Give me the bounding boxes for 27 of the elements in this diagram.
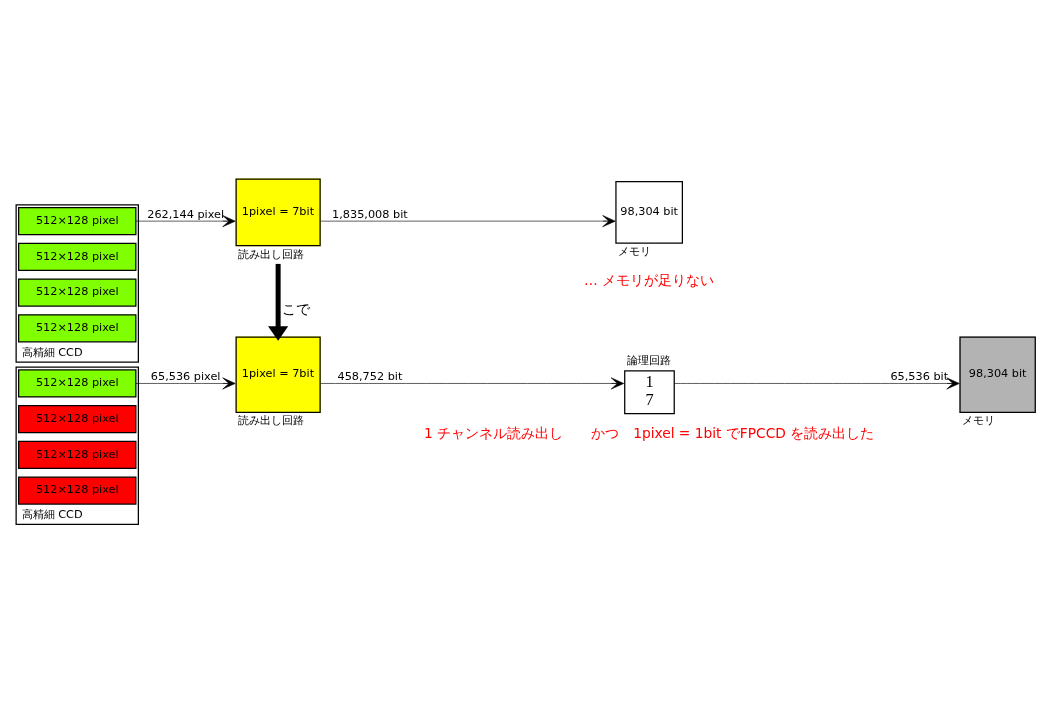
label: 1 チャンネル読み出し かつ 1pixel = 1bit でFPCCD を読み出した <box>424 424 875 441</box>
edge-label: 65,536 pixel <box>150 369 221 383</box>
node-box: 512×128 pixel <box>18 476 137 505</box>
edge-label: 458,752 bit <box>337 369 403 383</box>
arrow <box>320 214 616 227</box>
node-box: 512×128 pixel <box>18 206 137 235</box>
edge-label: 65,536 bit <box>890 369 949 383</box>
node-label: メモリ <box>961 413 995 427</box>
edge-label: 262,144 pixel <box>147 207 225 221</box>
arrow <box>674 377 960 389</box>
node-box: 512×128 pixel <box>18 404 137 433</box>
node-box: 512×128 pixel <box>18 440 137 469</box>
arrow <box>135 214 236 227</box>
node-box: 512×128 pixel <box>18 277 137 307</box>
arrow <box>268 263 289 341</box>
node-label: 読み出し回路 <box>238 247 305 261</box>
node-label: 読み出し回路 <box>238 413 305 427</box>
edge-label: 1,835,008 bit <box>332 207 408 221</box>
arrow <box>135 377 236 389</box>
edge-label: こで <box>282 300 311 317</box>
node-box: 512×128 pixel <box>18 313 137 342</box>
arrow <box>320 377 625 389</box>
label: … メモリが足りない <box>584 271 715 288</box>
node-label: 論理回路 <box>626 353 671 367</box>
node-box: 512×128 pixel <box>18 368 137 398</box>
node-box: 512×128 pixel <box>18 242 137 271</box>
node-label: メモリ <box>617 244 651 258</box>
